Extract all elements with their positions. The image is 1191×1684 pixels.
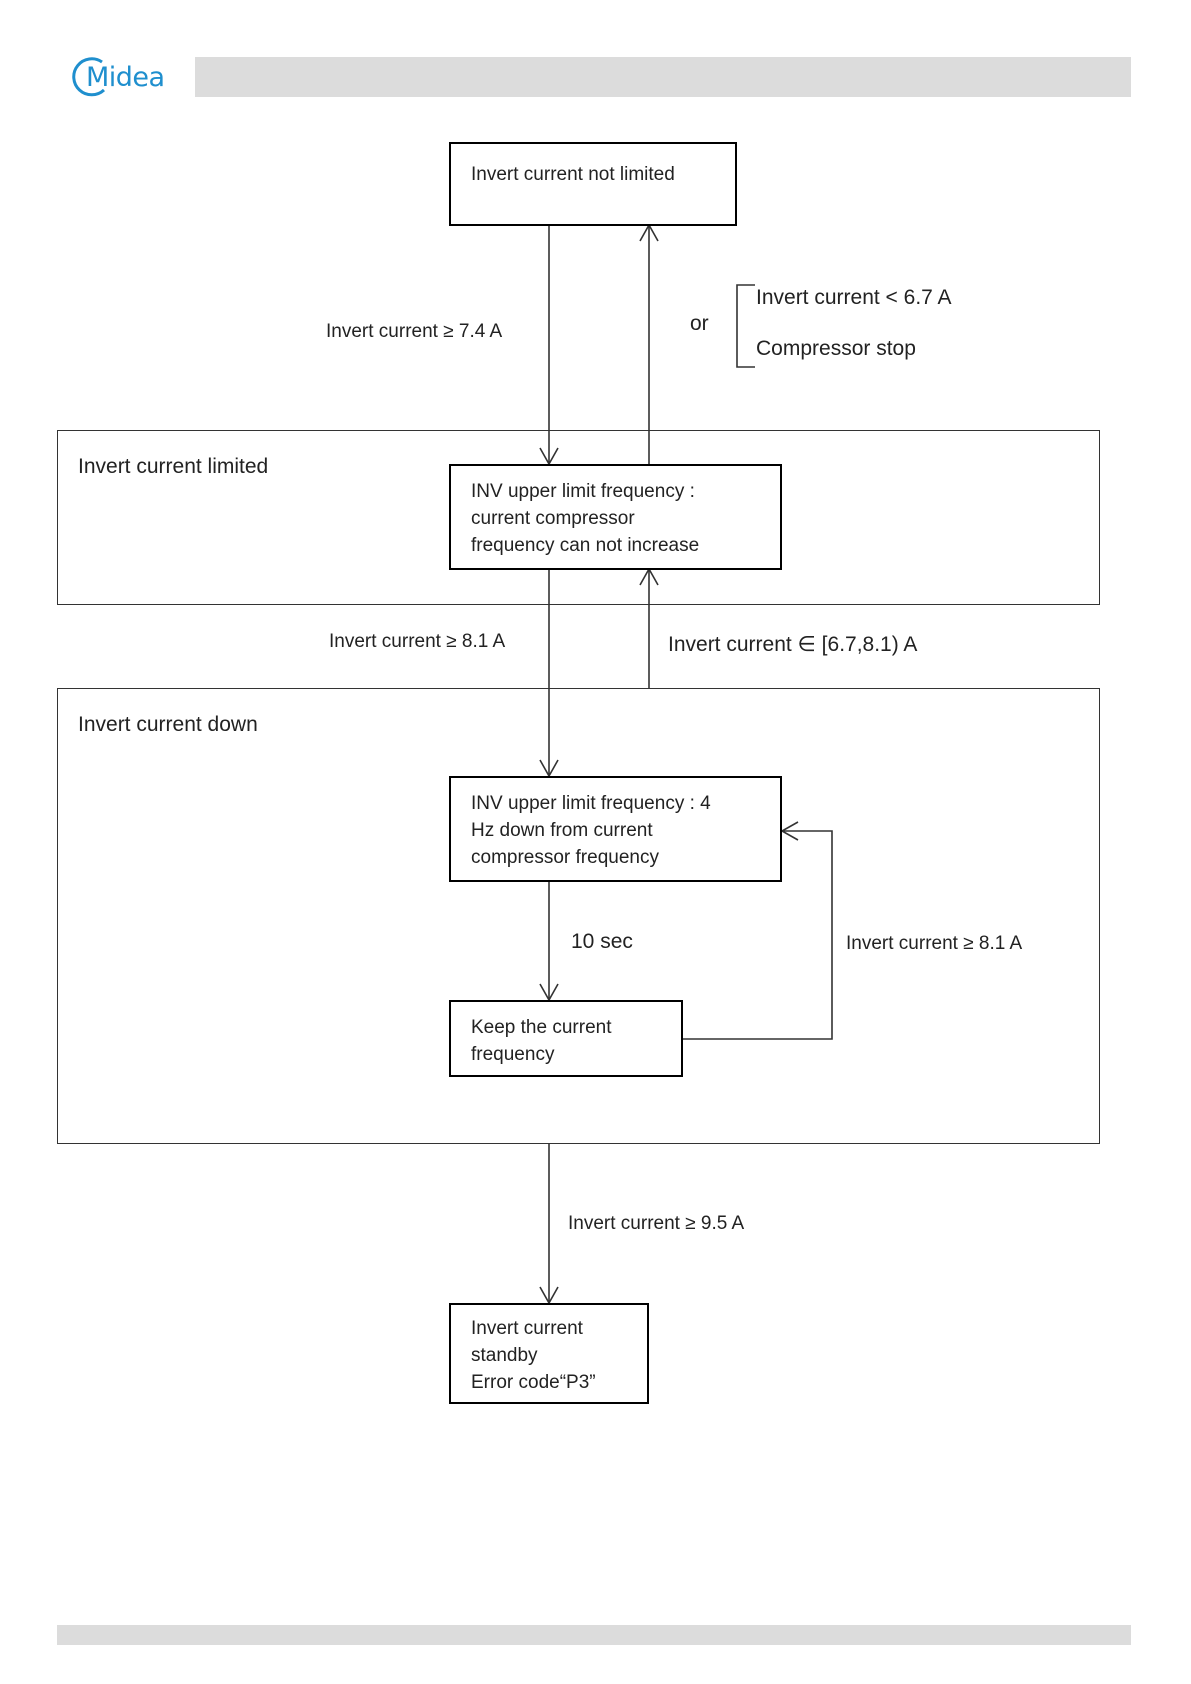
box-down-text: INV upper limit frequency : 4 Hz down fr… xyxy=(471,793,711,868)
label-or: or xyxy=(690,312,709,335)
label-ge-8-1-b: Invert current ≥ 8.1 A xyxy=(846,933,1023,954)
label-ge-9-5: Invert current ≥ 9.5 A xyxy=(568,1213,745,1234)
label-lt-6-7: Invert current < 6.7 A xyxy=(756,286,952,309)
region-down-label: Invert current down xyxy=(78,713,258,736)
box-keep: Keep the current frequency xyxy=(449,1000,683,1077)
arrowhead-left-1 xyxy=(780,821,799,841)
box-limited: INV upper limit frequency : current comp… xyxy=(449,464,782,570)
box-down: INV upper limit frequency : 4 Hz down fr… xyxy=(449,776,782,882)
box-limited-text: INV upper limit frequency : current comp… xyxy=(471,481,700,556)
header-bar xyxy=(195,57,1131,97)
label-compressor-stop: Compressor stop xyxy=(756,337,916,360)
box-not-limited: Invert current not limited xyxy=(449,142,737,226)
region-down: Invert current down xyxy=(57,688,1100,1144)
box-standby: Invert current standby Error code“P3” xyxy=(449,1303,649,1404)
logo-text: Midea xyxy=(86,61,165,93)
region-limited-label: Invert current limited xyxy=(78,455,269,478)
box-not-limited-text: Invert current not limited xyxy=(471,164,675,185)
edge-keep-to-down xyxy=(682,830,833,1040)
logo-ring-icon xyxy=(72,57,106,97)
region-limited: Invert current limited xyxy=(57,430,1100,605)
label-range: Invert current ∈ [6.7,8.1) A xyxy=(668,633,918,656)
box-keep-text: Keep the current frequency xyxy=(471,1017,612,1065)
footer-bar xyxy=(57,1625,1131,1645)
box-standby-text: Invert current standby Error code“P3” xyxy=(471,1318,596,1393)
midea-logo: Midea xyxy=(72,54,165,100)
condition-bracket xyxy=(736,284,755,368)
label-ge-7-4: Invert current ≥ 7.4 A xyxy=(326,321,503,342)
label-ten-sec: 10 sec xyxy=(571,930,633,953)
label-ge-8-1-a: Invert current ≥ 8.1 A xyxy=(329,631,506,652)
